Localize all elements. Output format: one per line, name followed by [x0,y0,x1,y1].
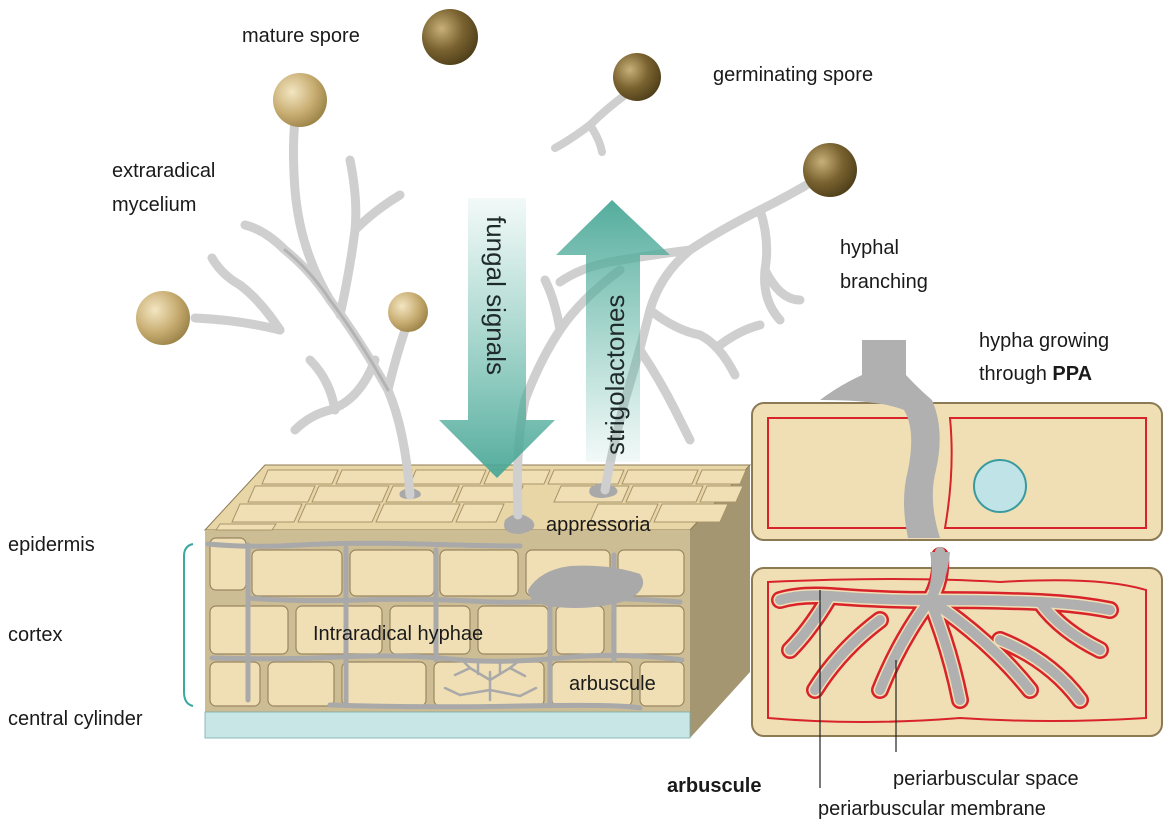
label-periarbuscular-space: periarbuscular space [893,768,1079,790]
germinating-hypha [555,95,625,152]
label-hyphal-1: hyphal [840,237,899,259]
label-ppa-2: through PPA [979,363,1092,385]
label-arbuscule-bold: arbuscule [667,775,761,797]
spore-left [136,291,190,345]
label-cortex: cortex [8,624,62,646]
spore-right [803,143,857,197]
fungal-signals-label: fungal signals [481,216,511,375]
tissue-bracket [184,544,193,706]
arbuscule-cell [752,552,1162,736]
mature-spore-dark [422,9,478,65]
germinating-spore [613,53,661,101]
ppa-nucleus [974,460,1026,512]
label-arbuscule-inner: arbuscule [569,673,656,695]
strigolactones-label: strigolactones [600,295,630,455]
label-ppa-2-prefix: through [979,363,1052,385]
label-epidermis: epidermis [8,534,95,556]
label-extraradical-2: mycelium [112,194,196,216]
ppa-cell [752,340,1162,540]
label-intraradical-hyphae: Intraradical hyphae [313,623,483,645]
central-cylinder-stripe [205,712,690,738]
spore-middle-left [388,292,428,332]
ppa-cell-wall [752,403,1162,540]
label-appressoria: appressoria [546,514,651,536]
label-central-cylinder: central cylinder [8,708,143,730]
label-ppa-2-bold: PPA [1052,363,1092,385]
label-hyphal-2: branching [840,271,928,293]
spore-top-left [273,73,327,127]
label-mature-spore: mature spore [242,25,360,47]
label-germinating-spore: germinating spore [713,64,873,86]
label-ppa-1: hypha growing [979,330,1109,352]
label-periarbuscular-membrane: periarbuscular membrane [818,798,1046,820]
extraradical-mycelium [195,120,410,495]
label-extraradical-1: extraradical [112,160,215,182]
